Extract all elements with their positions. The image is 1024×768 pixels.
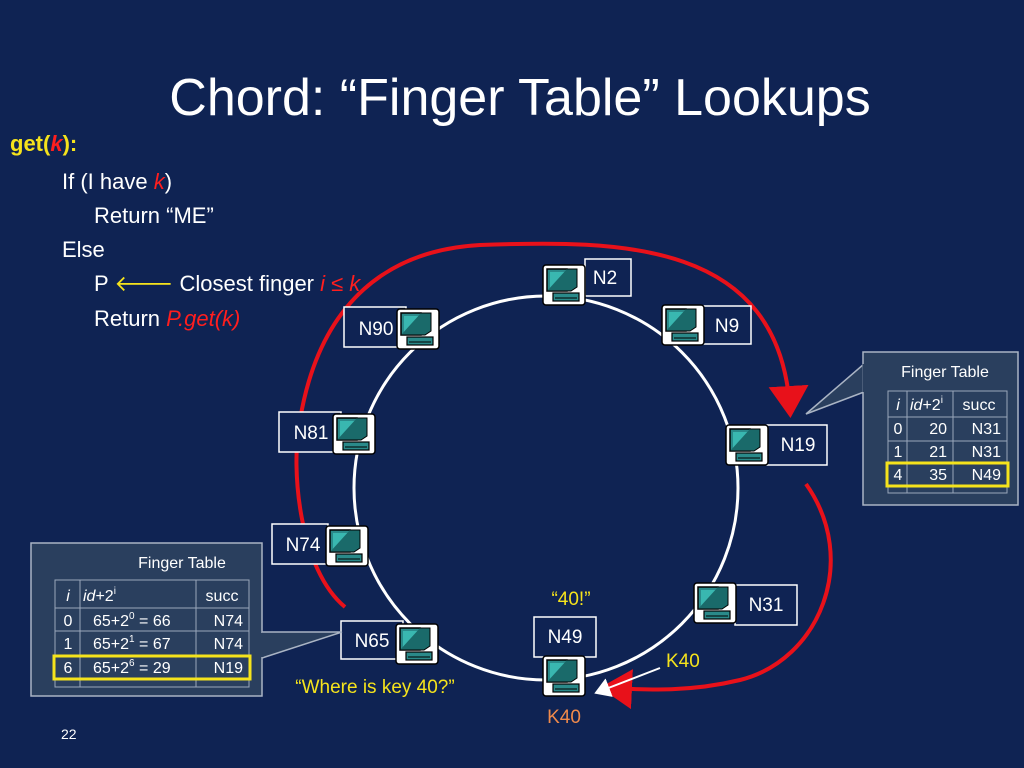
- table-row: 0 65+20 = 66 N74: [64, 611, 244, 630]
- svg-text:0: 0: [894, 421, 903, 438]
- finger-table-left: Finger Table i id+2i succ 0 65+20 = 66 N…: [30, 542, 343, 697]
- finger-table-header-id: id+2i: [83, 586, 116, 605]
- node-label-n49: N49: [548, 627, 583, 648]
- finger-table-header-succ: succ: [963, 397, 996, 414]
- svg-text:N31: N31: [972, 421, 1001, 438]
- finger-table-title: Finger Table: [138, 555, 226, 572]
- svg-text:1: 1: [894, 444, 903, 461]
- code-line-return-me: Return “ME”: [94, 203, 214, 228]
- svg-text:N19: N19: [214, 660, 243, 677]
- finger-table-header-i: i: [66, 588, 70, 605]
- table-row-highlighted: 4 35 N49: [885, 461, 1010, 488]
- node-label-n2: N2: [593, 268, 617, 289]
- finger-table-right: Finger Table i id+2i succ 0 20 N31 1 21 …: [805, 351, 1019, 506]
- node-n74: N74: [271, 523, 369, 567]
- finger-table-header-id: id+2i: [910, 395, 943, 414]
- computer-icon: [661, 304, 705, 346]
- node-label-n65: N65: [355, 631, 390, 652]
- node-label-n81: N81: [294, 423, 329, 444]
- node-n49: N49: [533, 616, 597, 697]
- computer-icon: [693, 582, 737, 624]
- code-line-if: If (I have k): [62, 169, 173, 194]
- node-n31: N31: [693, 582, 798, 626]
- svg-text:N31: N31: [972, 444, 1001, 461]
- node-n9: N9: [661, 304, 752, 346]
- svg-text:N49: N49: [972, 467, 1001, 484]
- computer-icon: [325, 525, 369, 567]
- node-n90: N90: [343, 306, 440, 350]
- svg-text:20: 20: [929, 421, 947, 438]
- table-row-highlighted: 6 65+26 = 29 N19: [52, 654, 252, 681]
- node-n65: N65: [340, 620, 439, 665]
- svg-text:N74: N74: [214, 613, 243, 630]
- finger-table-header-i: i: [896, 397, 900, 414]
- node-label-n90: N90: [359, 319, 394, 340]
- svg-text:4: 4: [894, 467, 903, 484]
- svg-text:N74: N74: [214, 636, 243, 653]
- computer-icon: [542, 655, 586, 697]
- svg-text:0: 0: [64, 613, 73, 630]
- computer-icon: [332, 413, 376, 455]
- svg-text:35: 35: [929, 467, 947, 484]
- code-line-get: get(k):: [10, 131, 78, 156]
- highlight-box: [52, 654, 252, 681]
- finger-table-header-succ: succ: [206, 588, 239, 605]
- svg-text:65+21 = 67: 65+21 = 67: [93, 634, 171, 653]
- svg-text:65+26 = 29: 65+26 = 29: [93, 658, 171, 677]
- k40-pointer-arrow: [594, 667, 661, 697]
- code-line-return-pget: Return P.get(k): [94, 306, 241, 331]
- computer-icon: [395, 623, 439, 665]
- key-label-right: K40: [666, 651, 700, 672]
- node-label-n74: N74: [286, 535, 321, 556]
- table-row: 1 65+21 = 67 N74: [64, 634, 244, 653]
- node-n2: N2: [542, 258, 632, 306]
- svg-text:6: 6: [64, 660, 73, 677]
- table-row: 0 20 N31: [894, 421, 1002, 438]
- code-line-else: Else: [62, 237, 105, 262]
- node-label-n9: N9: [715, 316, 739, 337]
- lookup-arrow-n65-to-n19: [294, 241, 809, 609]
- left-arrow-icon: 🡐: [114, 271, 174, 296]
- page-title: Chord: “Finger Table” Lookups: [169, 69, 871, 127]
- lookup-arrow-n19-to-n49: [600, 482, 833, 710]
- computer-icon: [542, 264, 586, 306]
- key-label-bottom: K40: [547, 707, 581, 728]
- slide-number: 22: [61, 726, 77, 742]
- node-n19: N19: [725, 424, 828, 466]
- svg-text:21: 21: [929, 444, 947, 461]
- table-row: 1 21 N31: [894, 444, 1002, 461]
- computer-icon: [725, 424, 769, 466]
- node-label-n19: N19: [781, 435, 816, 456]
- finger-table-title: Finger Table: [901, 364, 989, 381]
- found-label: “40!”: [551, 589, 590, 610]
- computer-icon: [396, 308, 440, 350]
- svg-text:1: 1: [64, 636, 73, 653]
- code-line-closest-finger: P 🡐 Closest finger i ≤ k: [94, 271, 361, 296]
- node-n81: N81: [278, 411, 376, 455]
- highlight-box: [885, 461, 1010, 488]
- node-label-n31: N31: [749, 595, 784, 616]
- svg-text:65+20 = 66: 65+20 = 66: [93, 611, 171, 630]
- query-label: “Where is key 40?”: [295, 677, 454, 698]
